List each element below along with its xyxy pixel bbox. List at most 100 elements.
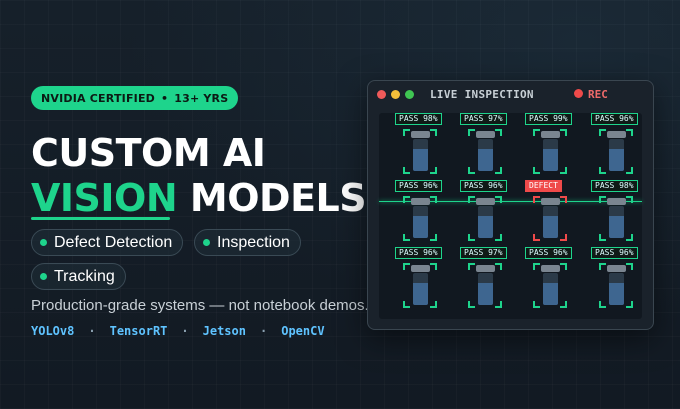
bottle-cap	[541, 265, 560, 272]
tagline: Production-grade systems — not notebook …	[31, 297, 369, 314]
badge-years: 13+ YRS	[174, 91, 229, 105]
bottle-icon	[476, 198, 495, 238]
bottle-body	[543, 273, 558, 305]
bottle-body	[413, 206, 428, 238]
tech-separator: ·	[259, 324, 268, 338]
bottle-icon	[476, 265, 495, 305]
bbox-corner	[430, 167, 437, 174]
bbox-corner	[626, 129, 633, 136]
chip-label: Tracking	[54, 267, 115, 285]
bottle-cell: PASS 98%	[395, 113, 445, 174]
bottle-icon	[541, 198, 560, 238]
tech-stack: YOLOv8 · TensorRT · Jetson · OpenCV	[31, 324, 325, 338]
bbox-corner	[533, 167, 540, 174]
bottle-cap	[411, 265, 430, 272]
tech-yolo: YOLOv8	[31, 324, 75, 338]
detection-label: PASS 98%	[395, 113, 442, 125]
headline-line-1: CUSTOM AI	[31, 131, 266, 175]
bottle-body	[543, 139, 558, 171]
bottle-cap	[607, 198, 626, 205]
bbox-corner	[533, 263, 540, 270]
bbox-corner	[495, 234, 502, 241]
bottle-cell: PASS 99%	[525, 113, 575, 174]
tech-separator: ·	[181, 324, 189, 338]
tech-separator: ·	[88, 324, 96, 338]
detection-label: PASS 97%	[460, 113, 507, 125]
bottle-body	[478, 206, 493, 238]
bbox-corner	[560, 263, 567, 270]
tech-opencv: OpenCV	[281, 324, 325, 338]
chip-dot-icon	[203, 239, 210, 246]
bbox-corner	[560, 129, 567, 136]
badge-separator: •	[161, 91, 169, 105]
bottle-cap	[607, 131, 626, 138]
bbox-corner	[468, 167, 475, 174]
bottle-fill	[413, 283, 428, 305]
bottle-cell: PASS 98%	[591, 180, 641, 241]
detection-label: DEFECT	[525, 180, 562, 192]
bbox-corner	[403, 263, 410, 270]
bottle-icon	[476, 131, 495, 171]
bbox-corner	[626, 196, 633, 203]
bbox-corner	[560, 301, 567, 308]
bottle-cell: PASS 97%	[460, 113, 510, 174]
bbox-corner	[468, 129, 475, 136]
bottle-cap	[476, 198, 495, 205]
bottle-body	[609, 206, 624, 238]
bottle-cap	[476, 131, 495, 138]
detection-label: PASS 96%	[395, 180, 442, 192]
maximize-dot-icon	[405, 90, 414, 99]
bottle-body	[478, 139, 493, 171]
bbox-corner	[495, 263, 502, 270]
bbox-corner	[403, 167, 410, 174]
bottle-body	[609, 273, 624, 305]
bottle-cap	[541, 198, 560, 205]
bbox-corner	[495, 301, 502, 308]
detection-label: PASS 96%	[525, 247, 572, 259]
bbox-corner	[468, 301, 475, 308]
bbox-corner	[533, 129, 540, 136]
bottle-body	[413, 139, 428, 171]
detection-label: PASS 96%	[395, 247, 442, 259]
bbox-corner	[430, 129, 437, 136]
bottle-cell: PASS 96%	[460, 180, 510, 241]
badge-certified: NVIDIA CERTIFIED	[41, 91, 155, 105]
bottle-icon	[541, 131, 560, 171]
bbox-corner	[468, 196, 475, 203]
bottle-fill	[543, 216, 558, 238]
bottle-cell: PASS 96%	[591, 247, 641, 308]
chip-dot-icon	[40, 273, 47, 280]
bottle-icon	[411, 198, 430, 238]
bbox-corner	[430, 234, 437, 241]
window-titlebar: LIVE INSPECTION REC	[368, 81, 653, 107]
scan-line	[379, 201, 642, 202]
bottle-fill	[543, 283, 558, 305]
record-dot-icon	[574, 89, 583, 98]
bottle-body	[609, 139, 624, 171]
bbox-corner	[599, 167, 606, 174]
bottle-cap	[411, 131, 430, 138]
camera-feed: PASS 98% PASS 97% PASS 99% PASS 96% PASS 96%…	[379, 113, 642, 319]
bottle-icon	[411, 131, 430, 171]
bottle-icon	[607, 198, 626, 238]
highlight-underline	[31, 217, 170, 220]
bottle-fill	[478, 149, 493, 171]
detection-label: PASS 97%	[460, 247, 507, 259]
detection-label: PASS 96%	[591, 247, 638, 259]
bottle-cell: PASS 96%	[395, 247, 445, 308]
bottle-fill	[543, 149, 558, 171]
close-dot-icon	[377, 90, 386, 99]
bbox-corner	[560, 234, 567, 241]
chip-dot-icon	[40, 239, 47, 246]
bottle-cell: PASS 96%	[591, 113, 641, 174]
headline-highlight: VISION	[31, 176, 178, 220]
headline-rest: MODELS	[189, 176, 367, 220]
bbox-corner	[599, 263, 606, 270]
bottle-cap	[541, 131, 560, 138]
bbox-corner	[495, 129, 502, 136]
bbox-corner	[626, 234, 633, 241]
bbox-corner	[599, 196, 606, 203]
bbox-corner	[533, 234, 540, 241]
bottle-cell: PASS 96%	[395, 180, 445, 241]
certification-badge: NVIDIA CERTIFIED • 13+ YRS	[31, 86, 239, 110]
